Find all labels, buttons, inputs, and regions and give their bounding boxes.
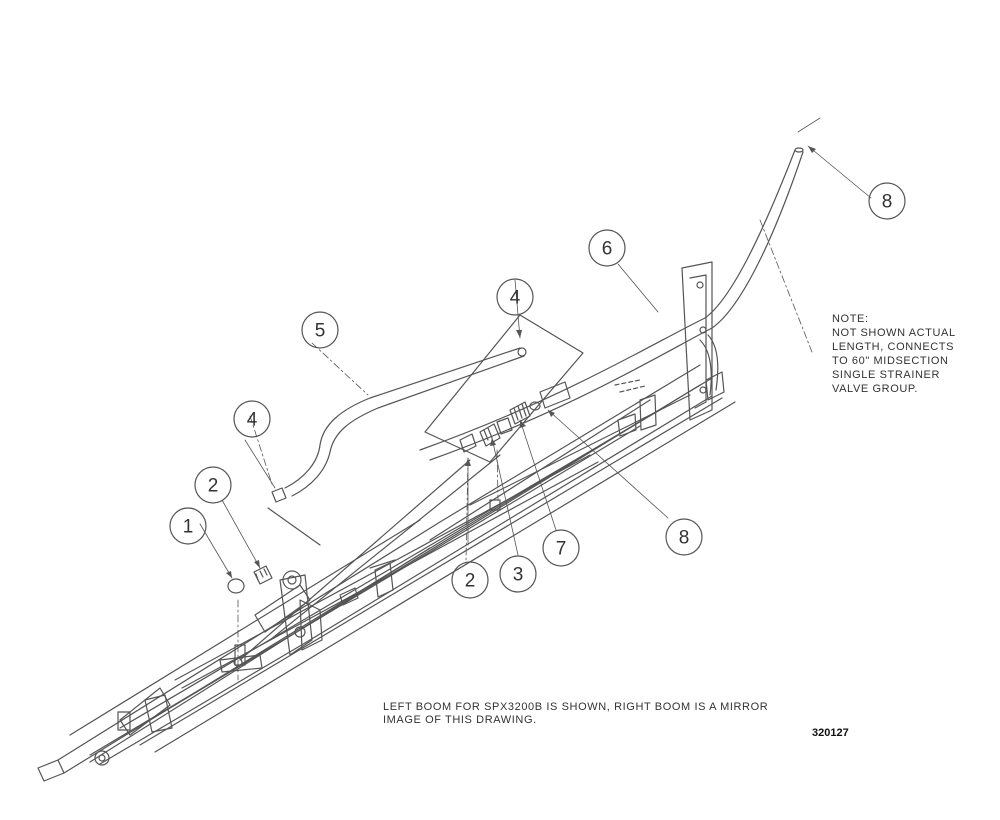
note-line: VALVE GROUP. bbox=[832, 383, 918, 395]
caption-line: IMAGE OF THIS DRAWING. bbox=[383, 714, 537, 726]
note-block: NOTE: NOT SHOWN ACTUAL LENGTH, CONNECTS … bbox=[832, 313, 956, 395]
leader-lines bbox=[199, 117, 872, 681]
note-line: SINGLE STRAINER bbox=[832, 369, 940, 381]
caption-block: LEFT BOOM FOR SPX3200B IS SHOWN, RIGHT B… bbox=[383, 701, 768, 726]
fitting-item-2-left bbox=[253, 565, 273, 585]
callout-3: 3 bbox=[513, 565, 524, 586]
boom-frame bbox=[37, 261, 736, 782]
note-line: LENGTH, CONNECTS bbox=[832, 341, 954, 353]
plumbing-pipe bbox=[419, 147, 804, 461]
caption-line: LEFT BOOM FOR SPX3200B IS SHOWN, RIGHT B… bbox=[383, 701, 768, 713]
note-line: NOT SHOWN ACTUAL bbox=[832, 327, 956, 339]
callout-4-left: 4 bbox=[247, 410, 258, 431]
callout-2-left: 2 bbox=[208, 476, 219, 497]
fittings-row bbox=[459, 381, 571, 453]
callout-8-lower: 8 bbox=[679, 528, 690, 549]
callout-1: 1 bbox=[183, 517, 194, 538]
fitting-item-1 bbox=[227, 578, 245, 594]
exploded-panel bbox=[424, 314, 584, 463]
callout-8-upper: 8 bbox=[882, 192, 893, 213]
callout-7: 7 bbox=[556, 539, 567, 560]
callout-2-lower: 2 bbox=[465, 571, 476, 592]
callout-5: 5 bbox=[315, 321, 326, 342]
callout-4-top: 4 bbox=[510, 288, 521, 309]
note-line: NOTE: bbox=[832, 313, 869, 325]
exploded-panel-left bbox=[267, 507, 321, 546]
callout-circles bbox=[169, 182, 906, 599]
callout-6: 6 bbox=[602, 239, 613, 260]
drawing-number: 320127 bbox=[812, 727, 849, 739]
hose-item-5 bbox=[284, 347, 527, 497]
note-line: TO 60" MIDSECTION bbox=[832, 355, 949, 367]
